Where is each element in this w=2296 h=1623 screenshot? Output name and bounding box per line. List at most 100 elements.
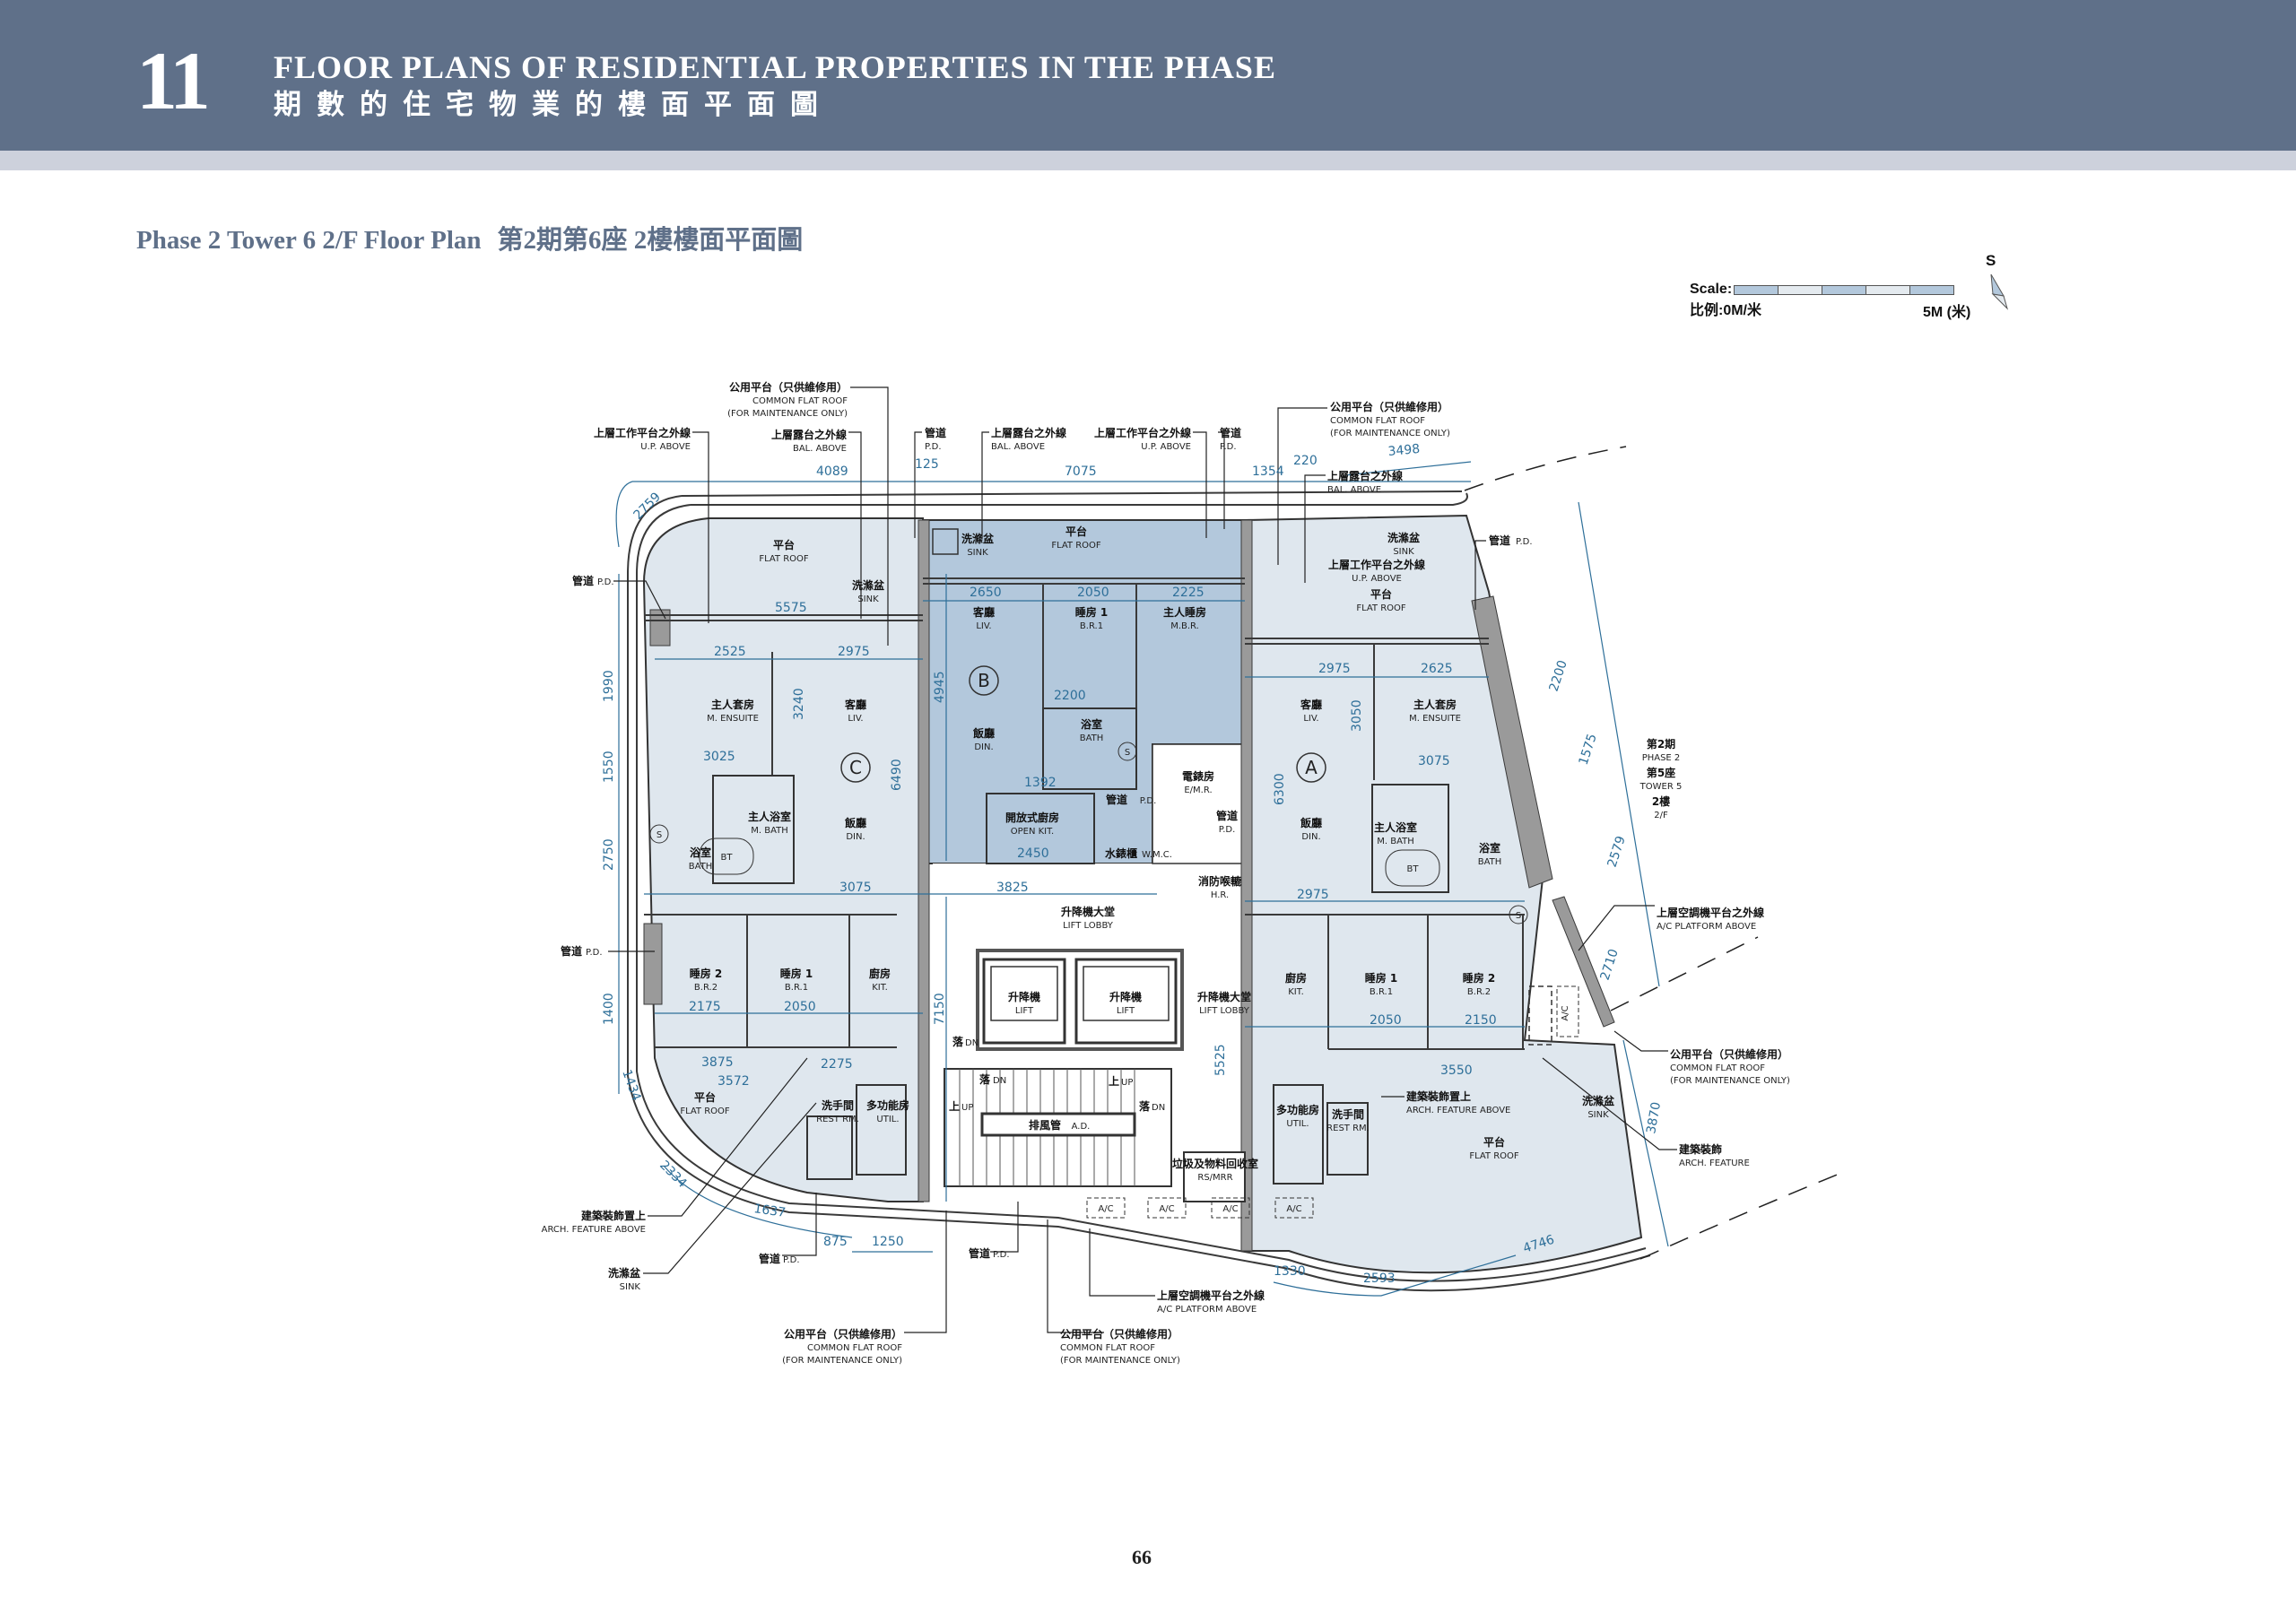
dimension-value: 3498 [1387,442,1421,459]
svg-text:LIV.: LIV. [848,714,863,724]
svg-text:管道: 管道 [969,1246,990,1260]
scale-max-label: 5M (米) [1923,305,1971,320]
dimension-value: 1575 [1577,732,1600,767]
dimension-value: 3825 [996,881,1029,895]
svg-text:浴室: 浴室 [1479,841,1500,855]
svg-text:電錶房: 電錶房 [1182,769,1214,783]
svg-text:DIN.: DIN. [846,832,865,842]
svg-text:M.B.R.: M.B.R. [1170,621,1199,631]
svg-text:升降機: 升降機 [1008,990,1040,1003]
dimension-value: 5525 [1213,1044,1228,1076]
callout: 公用平台（只供維修用）COMMON FLAT ROOF(FOR MAINTENA… [1670,1047,1790,1086]
unit-c-area[interactable] [642,517,924,1202]
svg-text:洗滌盆: 洗滌盆 [608,1266,641,1280]
adjacent-outline-1 [1464,446,1627,491]
svg-text:多功能房: 多功能房 [1276,1103,1319,1116]
svg-text:睡房 2: 睡房 2 [690,967,723,980]
svg-text:上層空調機平台之外線: 上層空調機平台之外線 [1657,906,1764,919]
dimension-value: 2050 [784,1000,816,1014]
north-arrow-letter: S [1986,253,1996,269]
svg-text:管道: 管道 [1106,793,1127,806]
svg-text:COMMON FLAT ROOF: COMMON FLAT ROOF [752,396,848,406]
svg-text:洗手間: 洗手間 [1332,1107,1364,1121]
adjacent-outline-2 [1610,936,1759,1011]
dimension-value: 1637 [752,1202,787,1220]
svg-text:SINK: SINK [620,1282,641,1292]
dimension-value: 2334 [657,1159,690,1192]
svg-text:FLAT ROOF: FLAT ROOF [1469,1151,1519,1161]
svg-text:上: 上 [1109,1074,1119,1088]
dimension-value: 2050 [1370,1013,1402,1028]
dimension-value: 3870 [1644,1101,1664,1135]
room-label: 睡房 1B.R.1 [780,967,813,993]
svg-text:P.D.: P.D. [586,948,603,958]
svg-text:落: 落 [952,1035,964,1048]
svg-text:S: S [657,830,662,840]
svg-text:飯廳: 飯廳 [972,726,995,740]
unit-marker-b[interactable]: B [969,665,999,696]
svg-text:管道: 管道 [572,574,594,587]
dimension-value: 2450 [1017,846,1049,861]
svg-text:BAL. ABOVE: BAL. ABOVE [793,444,847,454]
dimension-value: 2975 [1297,888,1329,902]
pd-shaft-wall [643,923,663,1005]
svg-text:水錶櫃: 水錶櫃 [1105,846,1137,860]
dimension-value: 3075 [1418,754,1450,768]
section-title-zh: 期數的住宅物業的樓面平面圖 [274,89,833,120]
svg-text:主人睡房: 主人睡房 [1163,605,1206,619]
callout: 公用平台（只供維修用）COMMON FLAT ROOF(FOR MAINTENA… [782,1327,902,1366]
svg-text:P.D.: P.D. [925,442,942,452]
svg-text:洗手間: 洗手間 [822,1098,854,1112]
unit-a-area[interactable] [1244,514,1643,1274]
header-stripe [0,151,2296,170]
svg-text:飯廳: 飯廳 [844,816,866,829]
shower-icon: S [1118,742,1137,761]
party-wall-cb [918,519,930,1202]
section-title-en: FLOOR PLANS OF RESIDENTIAL PROPERTIES IN… [274,49,1276,85]
unit-marker-a[interactable]: A [1296,752,1326,783]
svg-text:BAL. ABOVE: BAL. ABOVE [991,442,1045,452]
dimension-value: 2593 [1363,1271,1396,1286]
scale-bar-graphic [1734,284,1955,295]
ac-labels: A/C A/C A/C A/C A/C [1098,1005,1570,1214]
svg-text:廚房: 廚房 [1285,971,1307,985]
svg-text:平台: 平台 [773,538,795,551]
room-label: 管道P.D. [1216,809,1238,835]
svg-text:A/C PLATFORM ABOVE: A/C PLATFORM ABOVE [1157,1305,1257,1315]
dimension-value: 2200 [1547,658,1570,693]
svg-text:(FOR MAINTENANCE ONLY): (FOR MAINTENANCE ONLY) [1670,1076,1790,1086]
svg-text:客廳: 客廳 [1300,698,1322,711]
callout: 管道P.D. [1220,426,1241,452]
svg-text:PHASE 2: PHASE 2 [1642,753,1681,763]
unit-letter-c: C [849,757,862,778]
dimension-value: 2750 [602,838,616,871]
svg-text:ARCH. FEATURE ABOVE: ARCH. FEATURE ABOVE [542,1225,646,1235]
dimension-value: 2579 [1605,834,1629,869]
lift-1 [982,958,1066,1045]
svg-text:洗滌盆: 洗滌盆 [1582,1094,1615,1107]
svg-text:(FOR MAINTENANCE ONLY): (FOR MAINTENANCE ONLY) [1060,1356,1180,1366]
dimension-value: 2975 [838,645,870,659]
room-label: 睡房 1B.R.1 [1365,971,1398,997]
shower-icon: S [1509,905,1528,924]
unit-marker-c[interactable]: C [840,752,871,783]
